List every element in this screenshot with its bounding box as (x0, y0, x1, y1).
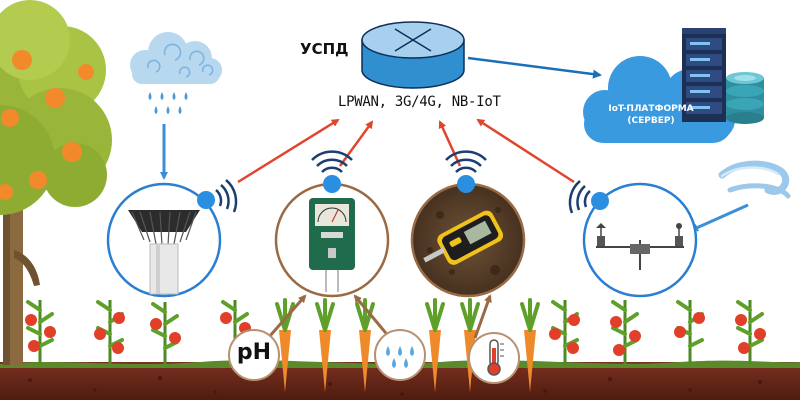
wifi-icon (197, 179, 238, 213)
network-protocols-label: LPWAN, 3G/4G, NB-IoT (338, 94, 501, 110)
iot-platform-label: IoT-ПЛАТФОРМА (СЕРВЕР) (608, 104, 694, 126)
carrot-icon (520, 298, 540, 392)
temperature-arrow (473, 294, 492, 339)
uplink-arrows (237, 118, 575, 184)
sensor-soil-moisture-meter (410, 182, 526, 298)
tomato-plant-icon (674, 300, 705, 364)
database-icon (726, 72, 764, 124)
tomato-plant-icon (549, 300, 580, 364)
tomato-plant-icon (220, 300, 251, 340)
sensor-weather-station (582, 182, 698, 298)
carrots (275, 298, 540, 392)
uplink-arrow-1 (237, 118, 340, 184)
wifi-icon (445, 150, 487, 193)
carrot-icon (315, 298, 335, 392)
gateway-label: УСПД (300, 40, 349, 58)
carrot-icon (355, 298, 375, 392)
sensor-soil-ph-meter (274, 182, 390, 298)
uplink-arrow-3 (438, 120, 462, 167)
thermometer-icon (468, 332, 520, 384)
uplink-arrow-2 (338, 120, 374, 167)
router-icon (361, 21, 465, 89)
server-icon (682, 28, 726, 122)
wind-to-sensor-arrow (690, 203, 749, 232)
wifi-icon (568, 180, 609, 214)
gateway-to-platform-arrow (467, 56, 602, 79)
parameter-arrows (260, 294, 492, 346)
wifi-icon (311, 150, 353, 193)
tree-icon (0, 0, 112, 365)
carrot-icon (425, 298, 445, 392)
tomato-plant-icon (94, 300, 125, 364)
sensor-rain-gauge (106, 182, 222, 298)
uplink-arrow-4 (476, 118, 575, 184)
rain-cloud-icon (130, 32, 222, 114)
ph-label: pH (236, 340, 272, 365)
moisture-arrow (353, 294, 392, 339)
tomato-plant-icon (735, 300, 766, 364)
tomato-plant-icon (150, 302, 181, 364)
carrot-icon (275, 298, 295, 392)
tomato-plants (25, 300, 766, 364)
ph-badge (228, 329, 280, 381)
water-drops-icon (374, 329, 426, 381)
tomato-plant-icon (610, 300, 641, 364)
wind-icon (718, 160, 791, 199)
tomato-plant-icon (25, 300, 56, 364)
